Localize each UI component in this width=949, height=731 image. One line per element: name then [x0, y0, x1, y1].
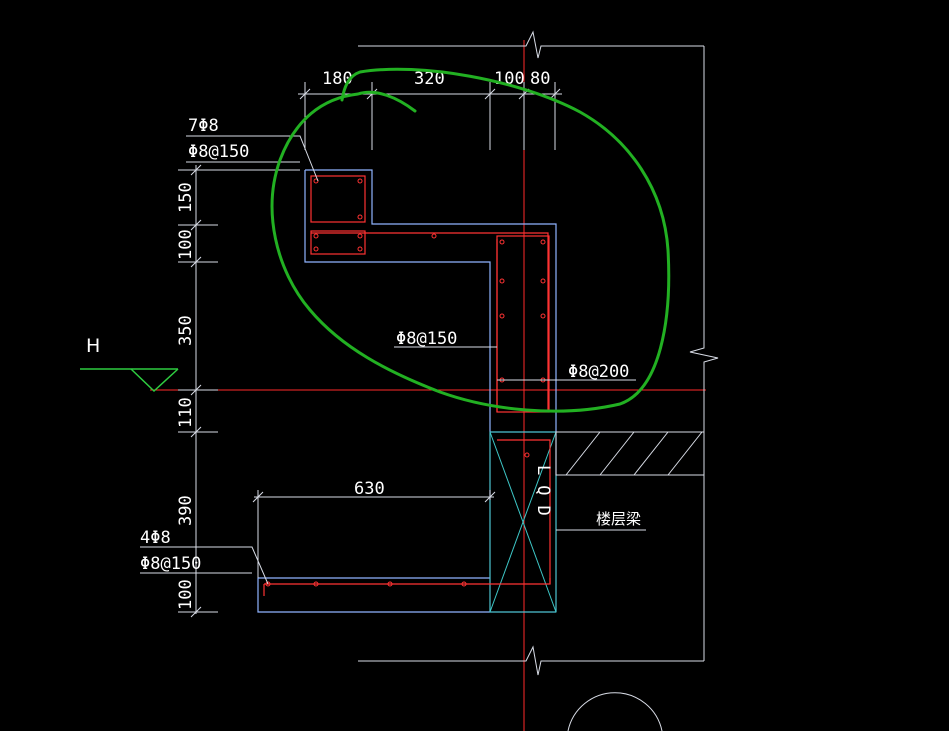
label-top-bars: 7Φ8 — [188, 116, 219, 136]
dim-top-180: 180 — [322, 69, 353, 89]
level-label-h: H — [86, 335, 100, 357]
break-line-right — [689, 46, 719, 661]
dim-top-80: 80 — [530, 69, 550, 89]
dim-left-350: 350 — [176, 315, 196, 346]
label-top-stirrup: Φ8@150 — [188, 142, 249, 162]
dim-bottom-630: 630 — [354, 479, 385, 499]
markup-freehand-loop — [270, 67, 671, 413]
dim-top-320: 320 — [414, 69, 445, 89]
level-marker — [80, 368, 179, 393]
dim-left-100b: 100 — [176, 579, 196, 610]
dim-left-100a: 100 — [176, 229, 196, 260]
break-line-top — [358, 30, 704, 59]
label-bottom-bars: 4Φ8 — [140, 528, 171, 548]
label-right-bar: Φ8@200 — [568, 362, 629, 382]
partial-circle-bottom — [567, 692, 663, 731]
top-dimension-chain — [298, 82, 562, 150]
dim-left-390: 390 — [176, 495, 196, 526]
rebar-cage — [263, 175, 551, 596]
beam-cross-section — [489, 431, 557, 613]
dim-left-110: 110 — [176, 397, 196, 428]
floor-slab-hatch — [555, 431, 705, 476]
label-bottom-stirrup: Φ8@150 — [140, 554, 201, 574]
label-mid-bar: Φ8@150 — [396, 329, 457, 349]
bottom-width-dimension — [252, 490, 496, 578]
rebar-dots — [265, 178, 546, 587]
annotation-leaders — [140, 135, 646, 585]
left-dimension-chain — [178, 164, 300, 618]
break-line-bottom — [358, 645, 704, 676]
dim-left-150: 150 — [176, 182, 196, 213]
label-column-tag: LQD — [533, 465, 553, 526]
label-floor-beam: 楼层梁 — [596, 510, 641, 528]
